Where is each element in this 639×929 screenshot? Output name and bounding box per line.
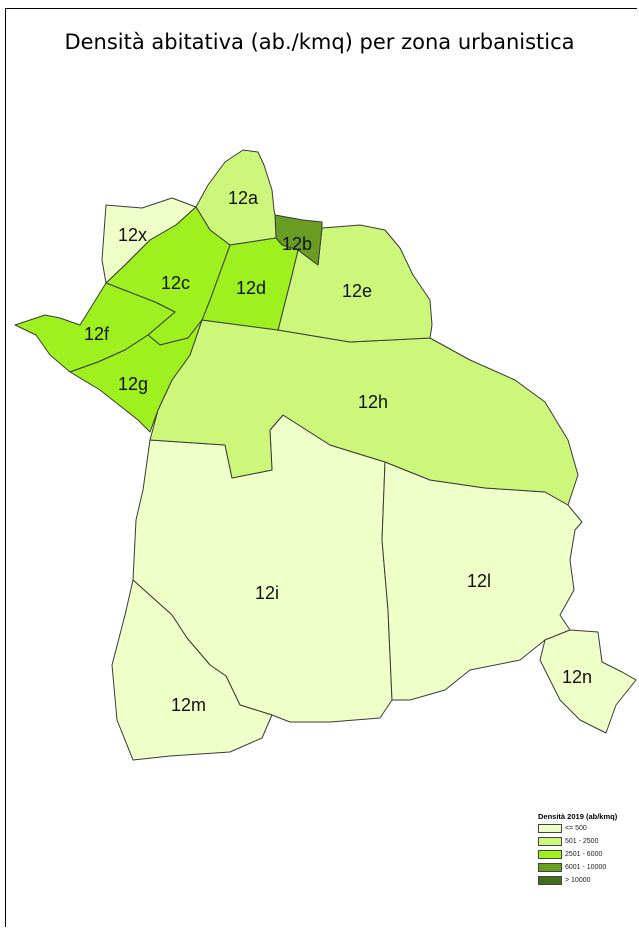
zone-label: 12a [228,188,259,208]
zone-label: 12b [282,234,312,254]
zone-label: 12c [161,273,190,293]
legend-label: 6001 - 10000 [565,863,607,871]
legend-swatch [538,875,562,885]
legend-swatch [538,849,562,859]
legend-swatch [538,823,562,833]
zone-label: 12f [84,324,110,344]
legend-label: > 10000 [565,876,591,884]
zone-label: 12n [562,667,592,687]
legend-swatch [538,862,562,872]
legend-swatch [538,836,562,846]
legend-item: > 10000 [538,874,638,886]
legend-title: Densità 2019 (ab/kmq) [538,812,618,821]
legend-label: 2501 - 6000 [565,850,603,858]
zone-12f[interactable] [14,282,176,373]
zone-label: 12h [358,392,388,412]
legend-label: 501 - 2500 [565,837,599,845]
zone-label: 12e [342,281,372,301]
zone-12h[interactable] [149,319,579,506]
legend-item: 501 - 2500 [538,835,638,847]
legend-item: 2501 - 6000 [538,848,638,860]
legend-item: <= 500 [538,822,638,834]
legend-item: 6001 - 10000 [538,861,638,873]
zone-12m[interactable] [111,579,273,761]
zone-label: 12g [118,374,148,394]
legend-label: <= 500 [565,824,587,832]
map-frame [5,8,637,927]
zone-label: 12i [255,583,279,603]
zone-label: 12x [118,225,147,245]
map-legend: Densità 2019 (ab/kmq) <= 500 501 - 2500 … [538,812,638,886]
zone-12g[interactable] [69,319,203,433]
map-title: Densità abitativa (ab./kmq) per zona urb… [64,30,575,54]
zone-label: 12d [236,278,266,298]
zone-12n[interactable] [539,629,637,734]
zone-label: 12l [467,571,491,591]
zone-label: 12m [171,695,206,715]
